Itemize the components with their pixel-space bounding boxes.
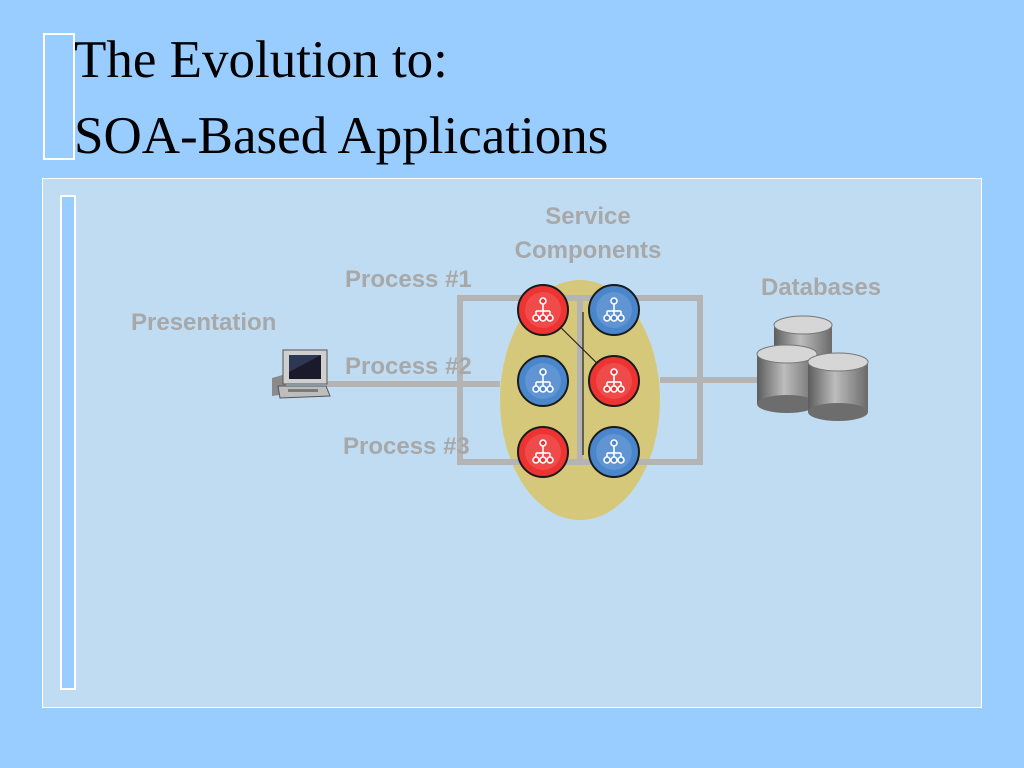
slide-title-line2: SOA-Based Applications bbox=[74, 107, 609, 165]
service-component-node bbox=[517, 426, 569, 478]
process-3-label: Process #3 bbox=[343, 433, 470, 460]
databases-icon bbox=[756, 315, 869, 421]
service-component-node bbox=[588, 284, 640, 336]
service-component-node bbox=[588, 426, 640, 478]
hierarchy-icon bbox=[532, 368, 554, 393]
presentation-label: Presentation bbox=[131, 309, 277, 336]
hierarchy-icon bbox=[603, 439, 625, 464]
service-component-node bbox=[588, 355, 640, 407]
hierarchy-icon bbox=[532, 297, 554, 322]
hierarchy-icon bbox=[603, 368, 625, 393]
service-component-node bbox=[517, 284, 569, 336]
process-1-label: Process #1 bbox=[345, 266, 472, 293]
left-accent-bar bbox=[60, 195, 76, 690]
slide-title-line1: The Evolution to: bbox=[74, 31, 448, 89]
service-components bbox=[517, 284, 640, 478]
service-components-label-line2: Components bbox=[514, 237, 662, 264]
databases-label: Databases bbox=[761, 274, 882, 301]
hierarchy-icon bbox=[603, 297, 625, 322]
hierarchy-icon bbox=[532, 439, 554, 464]
service-components-label-line1: Service bbox=[545, 203, 631, 230]
process-2-label: Process #2 bbox=[345, 353, 472, 380]
service-component-node bbox=[517, 355, 569, 407]
computer-icon bbox=[272, 349, 331, 399]
title-accent-bar bbox=[43, 33, 75, 160]
connector-lines bbox=[326, 295, 760, 465]
